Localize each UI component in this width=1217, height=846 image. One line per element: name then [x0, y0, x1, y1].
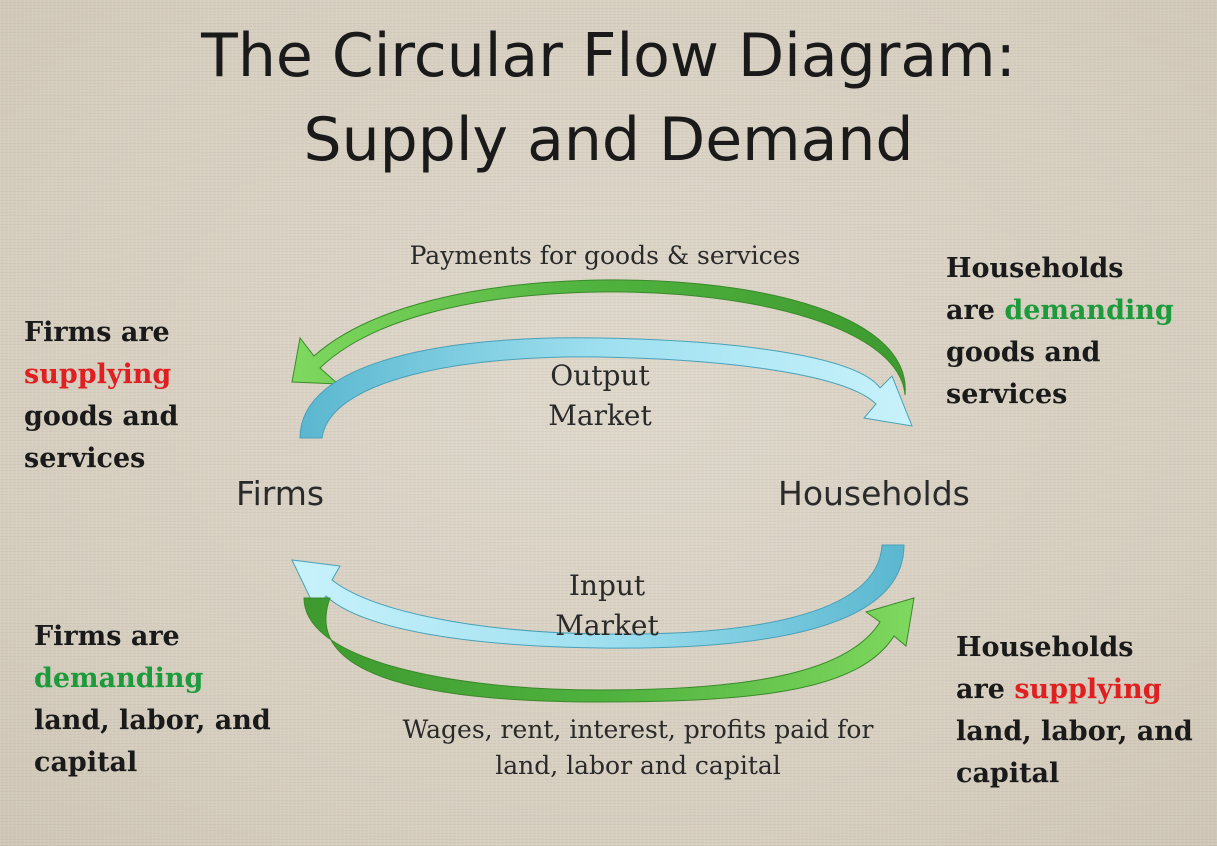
note-households-supplying: Households are supplying land, labor, an… [956, 627, 1193, 795]
note-firms-supplying-line-4: services [24, 443, 146, 474]
note-firms-demanding-line-1: Firms are [34, 621, 180, 652]
note-households-supplying-line-3: land, labor, and [956, 716, 1193, 747]
note-households-supplying-prefix: are [956, 674, 1015, 705]
note-households-supplying-line-4: capital [956, 758, 1060, 789]
note-households-demanding-prefix: are [946, 295, 1005, 326]
wages-line-2: land, labor and capital [495, 751, 781, 780]
note-households-demanding: Households are demanding goods and servi… [946, 248, 1174, 416]
input-market-label: Input Market [527, 566, 687, 646]
note-households-demanding-highlight: demanding [1004, 295, 1174, 326]
goods-services-arrow [299, 337, 913, 439]
wages-line-1: Wages, rent, interest, profits paid for [402, 715, 874, 744]
note-firms-supplying-line-3: goods and [24, 401, 179, 432]
input-market-line-2: Market [555, 609, 659, 642]
wages-arrow [303, 597, 915, 703]
payments-label: Payments for goods & services [409, 241, 801, 270]
note-households-supplying-line-2: are supplying [956, 669, 1193, 711]
input-market-line-1: Input [568, 569, 646, 602]
title-line-2: Supply and Demand [303, 105, 914, 175]
output-market-line-1: Output [550, 359, 650, 392]
note-firms-supplying-line-1: Firms are [24, 317, 170, 348]
note-firms-demanding-highlight: demanding [34, 663, 204, 694]
note-firms-demanding-line-3: land, labor, and [34, 705, 271, 736]
output-market-label: Output Market [520, 356, 680, 436]
factors-arrow [291, 544, 905, 649]
note-households-demanding-line-4: services [946, 379, 1068, 410]
households-label: Households [778, 474, 970, 513]
output-market-line-2: Market [548, 399, 652, 432]
note-firms-demanding-line-4: capital [34, 747, 138, 778]
note-firms-supplying-highlight: supplying [24, 359, 172, 390]
note-households-supplying-highlight: supplying [1014, 674, 1162, 705]
note-firms-supplying: Firms are supplying goods and services [24, 312, 178, 480]
note-households-demanding-line-1: Households [946, 253, 1124, 284]
payments-arrow [291, 279, 906, 396]
wages-label: Wages, rent, interest, profits paid for … [380, 712, 896, 784]
note-households-supplying-line-1: Households [956, 632, 1134, 663]
note-households-demanding-line-2: are demanding [946, 290, 1174, 332]
note-households-demanding-line-3: goods and [946, 337, 1101, 368]
title-line-1: The Circular Flow Diagram: [201, 21, 1016, 91]
note-firms-demanding: Firms are demanding land, labor, and cap… [34, 616, 271, 784]
firms-label: Firms [236, 474, 325, 513]
